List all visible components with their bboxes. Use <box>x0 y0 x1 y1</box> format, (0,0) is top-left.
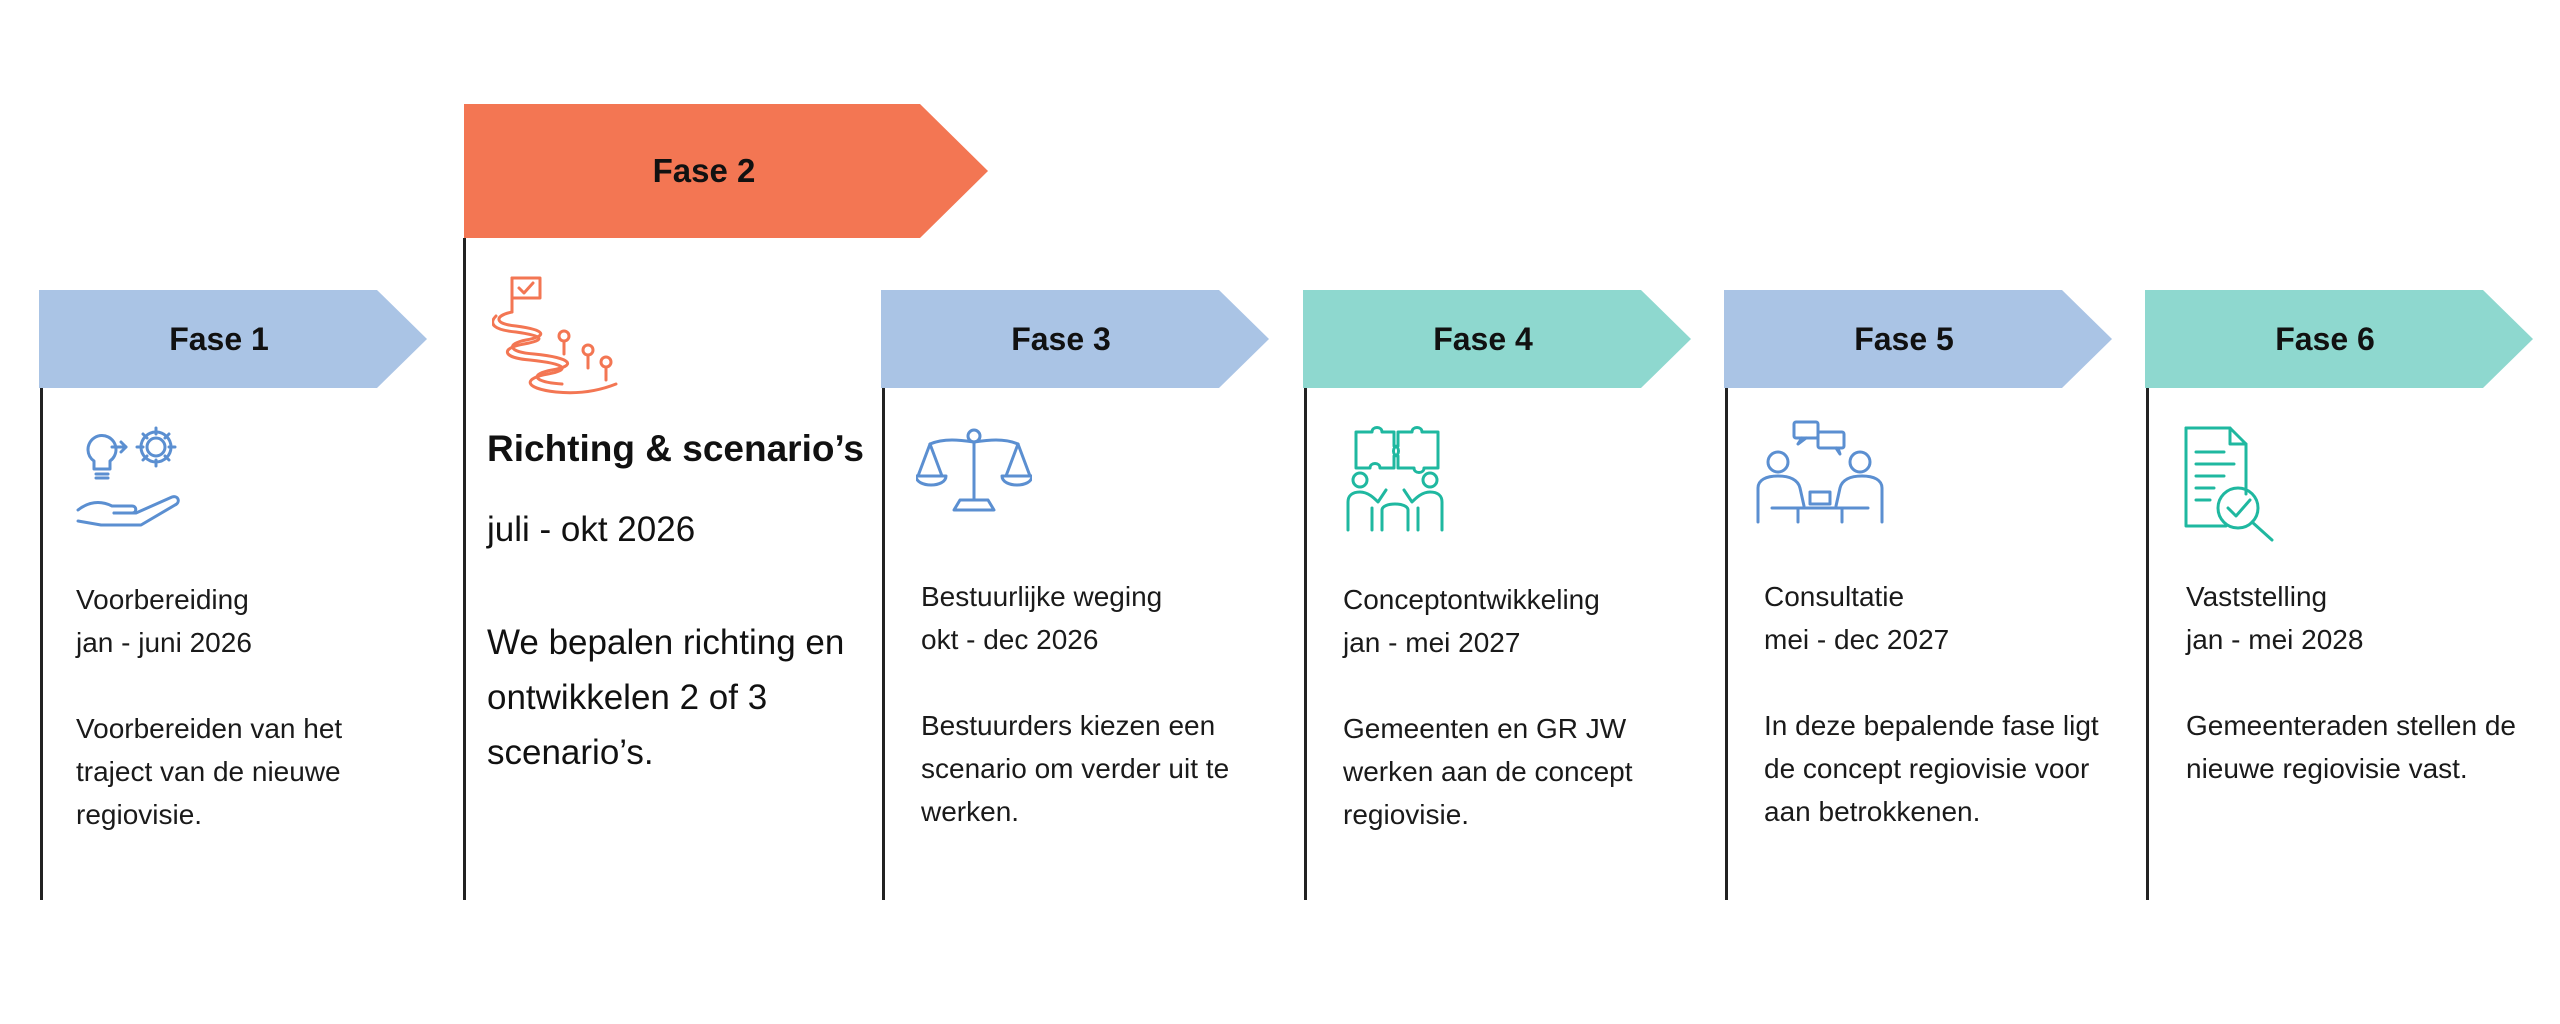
phase-4-divider <box>1304 388 1307 900</box>
phase-1-period: jan - juni 2026 <box>76 627 252 658</box>
phase-3-period: okt - dec 2026 <box>921 624 1099 655</box>
path-flag-icon <box>491 272 624 413</box>
phase-6-name: Vaststelling <box>2186 581 2328 612</box>
phase-2-chevron-shape <box>464 104 988 238</box>
phase-3-description: Bestuurders kiezen een scenario om verde… <box>921 710 1230 827</box>
puzzle-people-icon <box>1342 426 1448 537</box>
phase-1-divider <box>40 388 43 900</box>
phase-1-name: Voorbereiding <box>76 584 249 615</box>
phase-2-description: We bepalen richting en ontwikkelen 2 of … <box>487 623 845 772</box>
phase-1-label: Fase 1 <box>169 320 269 357</box>
document-check-icon <box>2182 424 2278 547</box>
phase-4-chevron-shape <box>1303 290 1691 388</box>
phase-6-chevron-shape <box>2145 290 2533 388</box>
phase-3-name: Bestuurlijke weging <box>921 581 1163 612</box>
phase-5-period: mei - dec 2027 <box>1764 624 1950 655</box>
meeting-icon <box>1752 418 1888 529</box>
phase-6-description: Gemeenteraden stellen de nieuwe regiovis… <box>2186 710 2516 784</box>
phase-2-name: Richting & scenario’s <box>487 428 864 469</box>
phase-3-header: Fase 3 <box>881 290 1269 388</box>
phase-4-name: Conceptontwikkeling <box>1343 584 1600 615</box>
phase-5-label: Fase 5 <box>1854 320 1954 357</box>
lightbulb-gear-hand-icon <box>74 420 194 537</box>
phase-4-header: Fase 4 <box>1303 290 1691 388</box>
phase-1-description: Voorbereiden van het traject van de nieu… <box>76 713 343 830</box>
phase-5-divider <box>1725 388 1728 900</box>
scales-icon <box>914 424 1034 525</box>
phase-2-header: Fase 2 <box>464 104 988 238</box>
phase-5-name: Consultatie <box>1764 581 1905 612</box>
phase-5-chevron-shape <box>1724 290 2112 388</box>
phase-1-header: Fase 1 <box>39 290 427 388</box>
phase-3-text: Bestuurlijke weging okt - dec 2026 Bestu… <box>921 575 1251 833</box>
phase-2-label: Fase 2 <box>652 152 756 189</box>
phase-2-period: juli - okt 2026 <box>487 510 696 549</box>
phase-4-period: jan - mei 2027 <box>1343 627 1521 658</box>
phase-3-label: Fase 3 <box>1011 320 1111 357</box>
phase-3-chevron-shape <box>881 290 1269 388</box>
phase-5-header: Fase 5 <box>1724 290 2112 388</box>
phase-4-label: Fase 4 <box>1433 320 1533 357</box>
phase-4-description: Gemeenten en GR JW werken aan de concept… <box>1343 713 1633 830</box>
phase-3-divider <box>882 388 885 900</box>
phase-1-text: Voorbereiding jan - juni 2026 Voorbereid… <box>76 578 376 836</box>
phase-6-text: Vaststelling jan - mei 2028 Gemeenterade… <box>2186 575 2516 790</box>
phase-5-text: Consultatie mei - dec 2027 In deze bepal… <box>1764 575 2104 833</box>
phase-1-chevron-shape <box>39 290 427 388</box>
phase-6-header: Fase 6 <box>2145 290 2533 388</box>
phase-6-label: Fase 6 <box>2275 320 2375 357</box>
phase-6-divider <box>2146 388 2149 900</box>
phase-2-divider <box>463 238 466 900</box>
phase-4-text: Conceptontwikkeling jan - mei 2027 Gemee… <box>1343 578 1673 836</box>
phase-6-period: jan - mei 2028 <box>2186 624 2364 655</box>
phase-5-description: In deze bepalende fase ligt de concept r… <box>1764 710 2099 827</box>
